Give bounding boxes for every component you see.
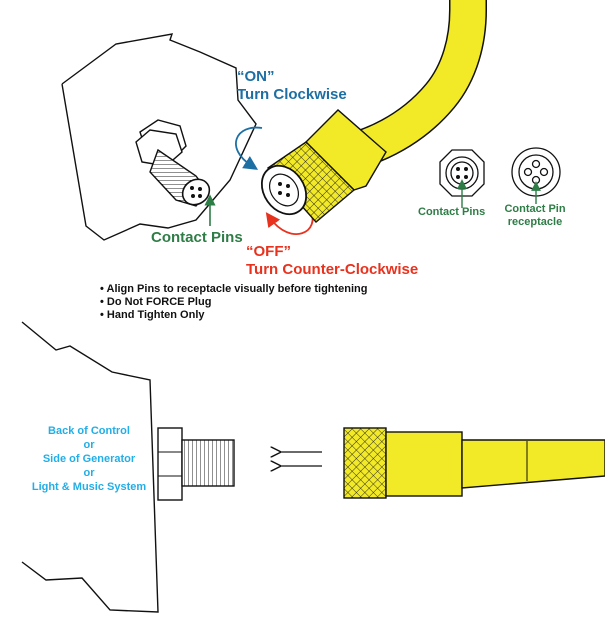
instruction-item: Align Pins to receptacle visually before… bbox=[100, 283, 368, 296]
cable-top bbox=[346, 0, 486, 169]
mount-location-line: Side of Generator bbox=[42, 453, 136, 465]
panel-outline-bottom bbox=[21, 321, 159, 613]
receptacle-label: Contact Pin receptacle bbox=[504, 203, 566, 228]
off-action-label: Turn Counter-Clockwise bbox=[246, 261, 419, 278]
contact-pins-small-label: Contact Pins bbox=[418, 206, 486, 218]
instruction-item: Hand Tighten Only bbox=[100, 309, 368, 322]
on-action-label: Turn Clockwise bbox=[237, 86, 347, 103]
mount-location-line: or bbox=[83, 467, 95, 479]
mount-location-label: Back of Control or Side of Generator or … bbox=[12, 424, 166, 494]
rotate-clockwise-arrow-icon bbox=[235, 126, 263, 170]
mount-location-line: Back of Control bbox=[48, 425, 130, 437]
mount-location-line: Light & Music System bbox=[31, 481, 147, 493]
panel-outline-top bbox=[61, 33, 257, 241]
off-title: “OFF” bbox=[246, 243, 291, 260]
female-connector-side bbox=[343, 427, 605, 499]
receptacle-front-view bbox=[511, 147, 561, 197]
male-connector-top bbox=[135, 119, 211, 207]
instruction-item: Do Not FORCE Plug bbox=[100, 296, 368, 309]
mount-location-line: or bbox=[83, 439, 95, 451]
instruction-list: Align Pins to receptacle visually before… bbox=[100, 283, 368, 322]
female-connector-top bbox=[260, 109, 387, 223]
contact-pins-front-view bbox=[439, 149, 485, 197]
on-title: “ON” bbox=[237, 68, 275, 85]
contact-pins-label: Contact Pins bbox=[151, 229, 243, 246]
male-connector-side bbox=[157, 427, 235, 501]
